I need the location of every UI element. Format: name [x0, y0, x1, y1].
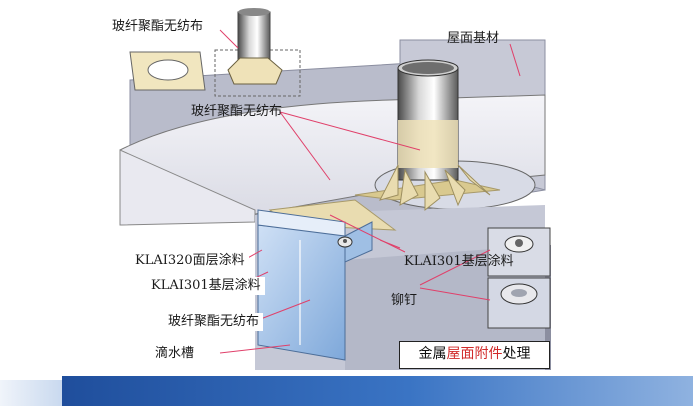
rivet-icon [337, 236, 353, 248]
drip-groove-metal [257, 209, 373, 361]
inset-pipe-collar [214, 8, 301, 97]
label-klai320: KLAI320面层涂料 [131, 252, 249, 270]
label-rivet: 铆钉 [391, 293, 418, 308]
caption-prefix: 金属 [418, 346, 447, 362]
bottom-band-left [0, 380, 62, 406]
leader-lines [219, 29, 521, 354]
label-roof-substrate: 屋面基材 [447, 31, 500, 46]
label-bottom-fabric: 玻纤聚酯无纺布 [164, 313, 264, 331]
caption-box: 金属屋面附件处理 [399, 341, 550, 369]
label-klai301-right: KLAI301基层涂料 [404, 254, 514, 269]
label-klai301-left: KLAI301基层涂料 [147, 277, 265, 295]
rivet-photo-top [487, 227, 551, 277]
label-top-fabric: 玻纤聚酯无纺布 [112, 19, 204, 34]
inset-fabric-sheet [129, 51, 206, 91]
vent-pipe [379, 59, 491, 212]
label-middle-fabric: 玻纤聚酯无纺布 [191, 104, 283, 119]
caption-highlight: 屋面附件 [446, 346, 503, 362]
bottom-band [62, 376, 693, 406]
label-drip-groove: 滴水槽 [151, 345, 199, 363]
rivet-photo-bottom [487, 277, 551, 329]
caption-suffix: 处理 [502, 346, 531, 362]
